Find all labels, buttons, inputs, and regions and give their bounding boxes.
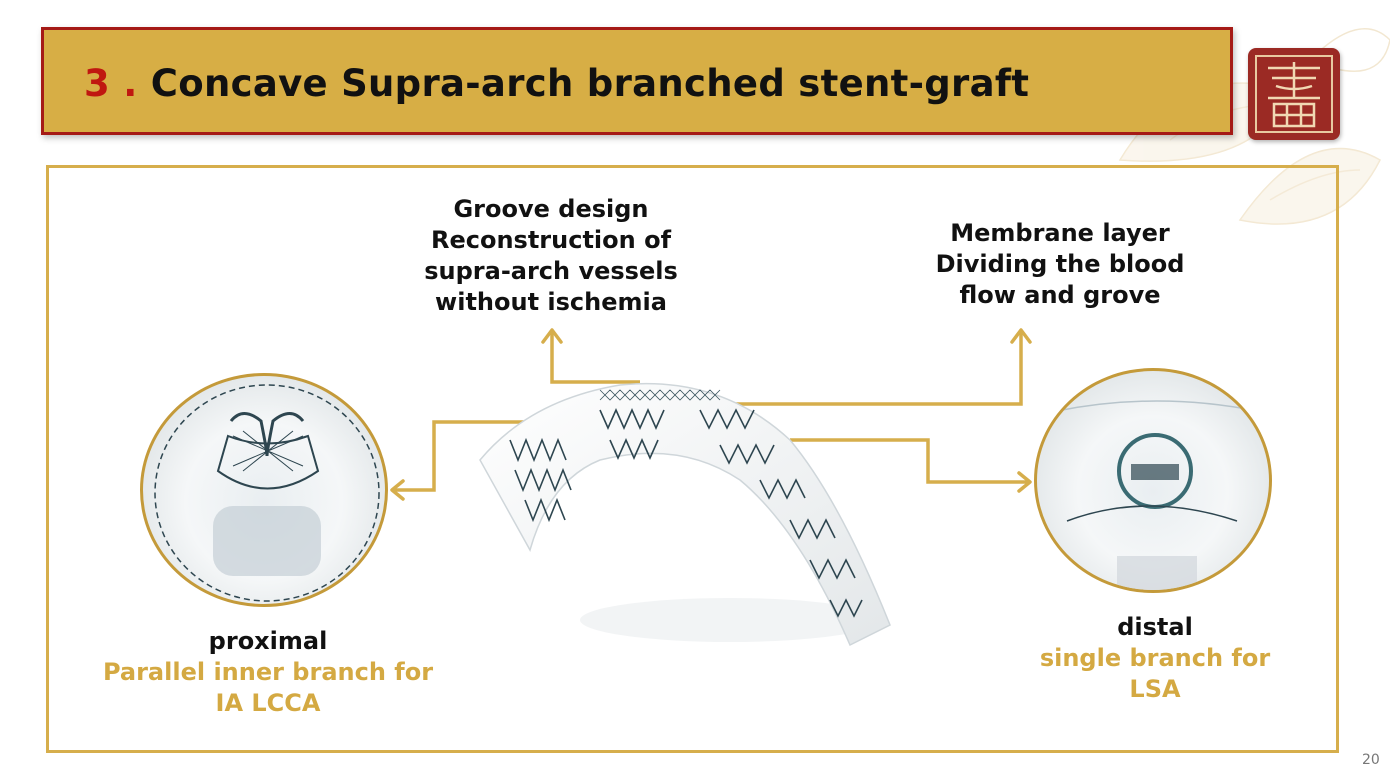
stent-graft-image [479, 382, 891, 647]
distal-desc-line-2: LSA [1129, 675, 1181, 703]
title-bar: 3 . Concave Supra-arch branched stent-gr… [41, 27, 1233, 135]
content-frame [46, 165, 1339, 753]
membrane-line-3: flow and grove [959, 281, 1161, 309]
membrane-line-1: Membrane layer [950, 219, 1170, 247]
distal-heading: distal [1117, 613, 1193, 641]
distal-desc-line-1: single branch for [1039, 644, 1271, 672]
arrow-icon [1017, 471, 1032, 493]
groove-line-3: supra-arch vessels [424, 257, 678, 285]
title-text: Concave Supra-arch branched stent-graft [150, 62, 1030, 105]
arrow-icon [390, 479, 405, 501]
arrow-icon [541, 328, 563, 344]
groove-annotation: Groove design Reconstruction of supra-ar… [400, 194, 702, 318]
proximal-desc-line-1: Parallel inner branch for [102, 658, 434, 686]
proximal-heading: proximal [208, 627, 328, 655]
membrane-annotation: Membrane layer Dividing the blood flow a… [910, 218, 1210, 311]
distal-view-image [1034, 368, 1272, 593]
proximal-desc-line-2: IA LCCA [215, 689, 321, 717]
page-number: 20 [1362, 752, 1380, 768]
distal-caption: distal single branch for LSA [1010, 612, 1300, 705]
groove-line-2: Reconstruction of [430, 226, 672, 254]
title-number: 3 . [84, 62, 138, 105]
proximal-view-image [140, 373, 388, 607]
slide-title: 3 . Concave Supra-arch branched stent-gr… [84, 62, 1029, 105]
membrane-line-2: Dividing the blood [935, 250, 1185, 278]
proximal-caption: proximal Parallel inner branch for IA LC… [70, 626, 466, 719]
groove-line-4: without ischemia [435, 288, 667, 316]
seal-logo-icon [1248, 48, 1340, 140]
arrow-icon [1010, 328, 1032, 344]
groove-line-1: Groove design [453, 195, 649, 223]
